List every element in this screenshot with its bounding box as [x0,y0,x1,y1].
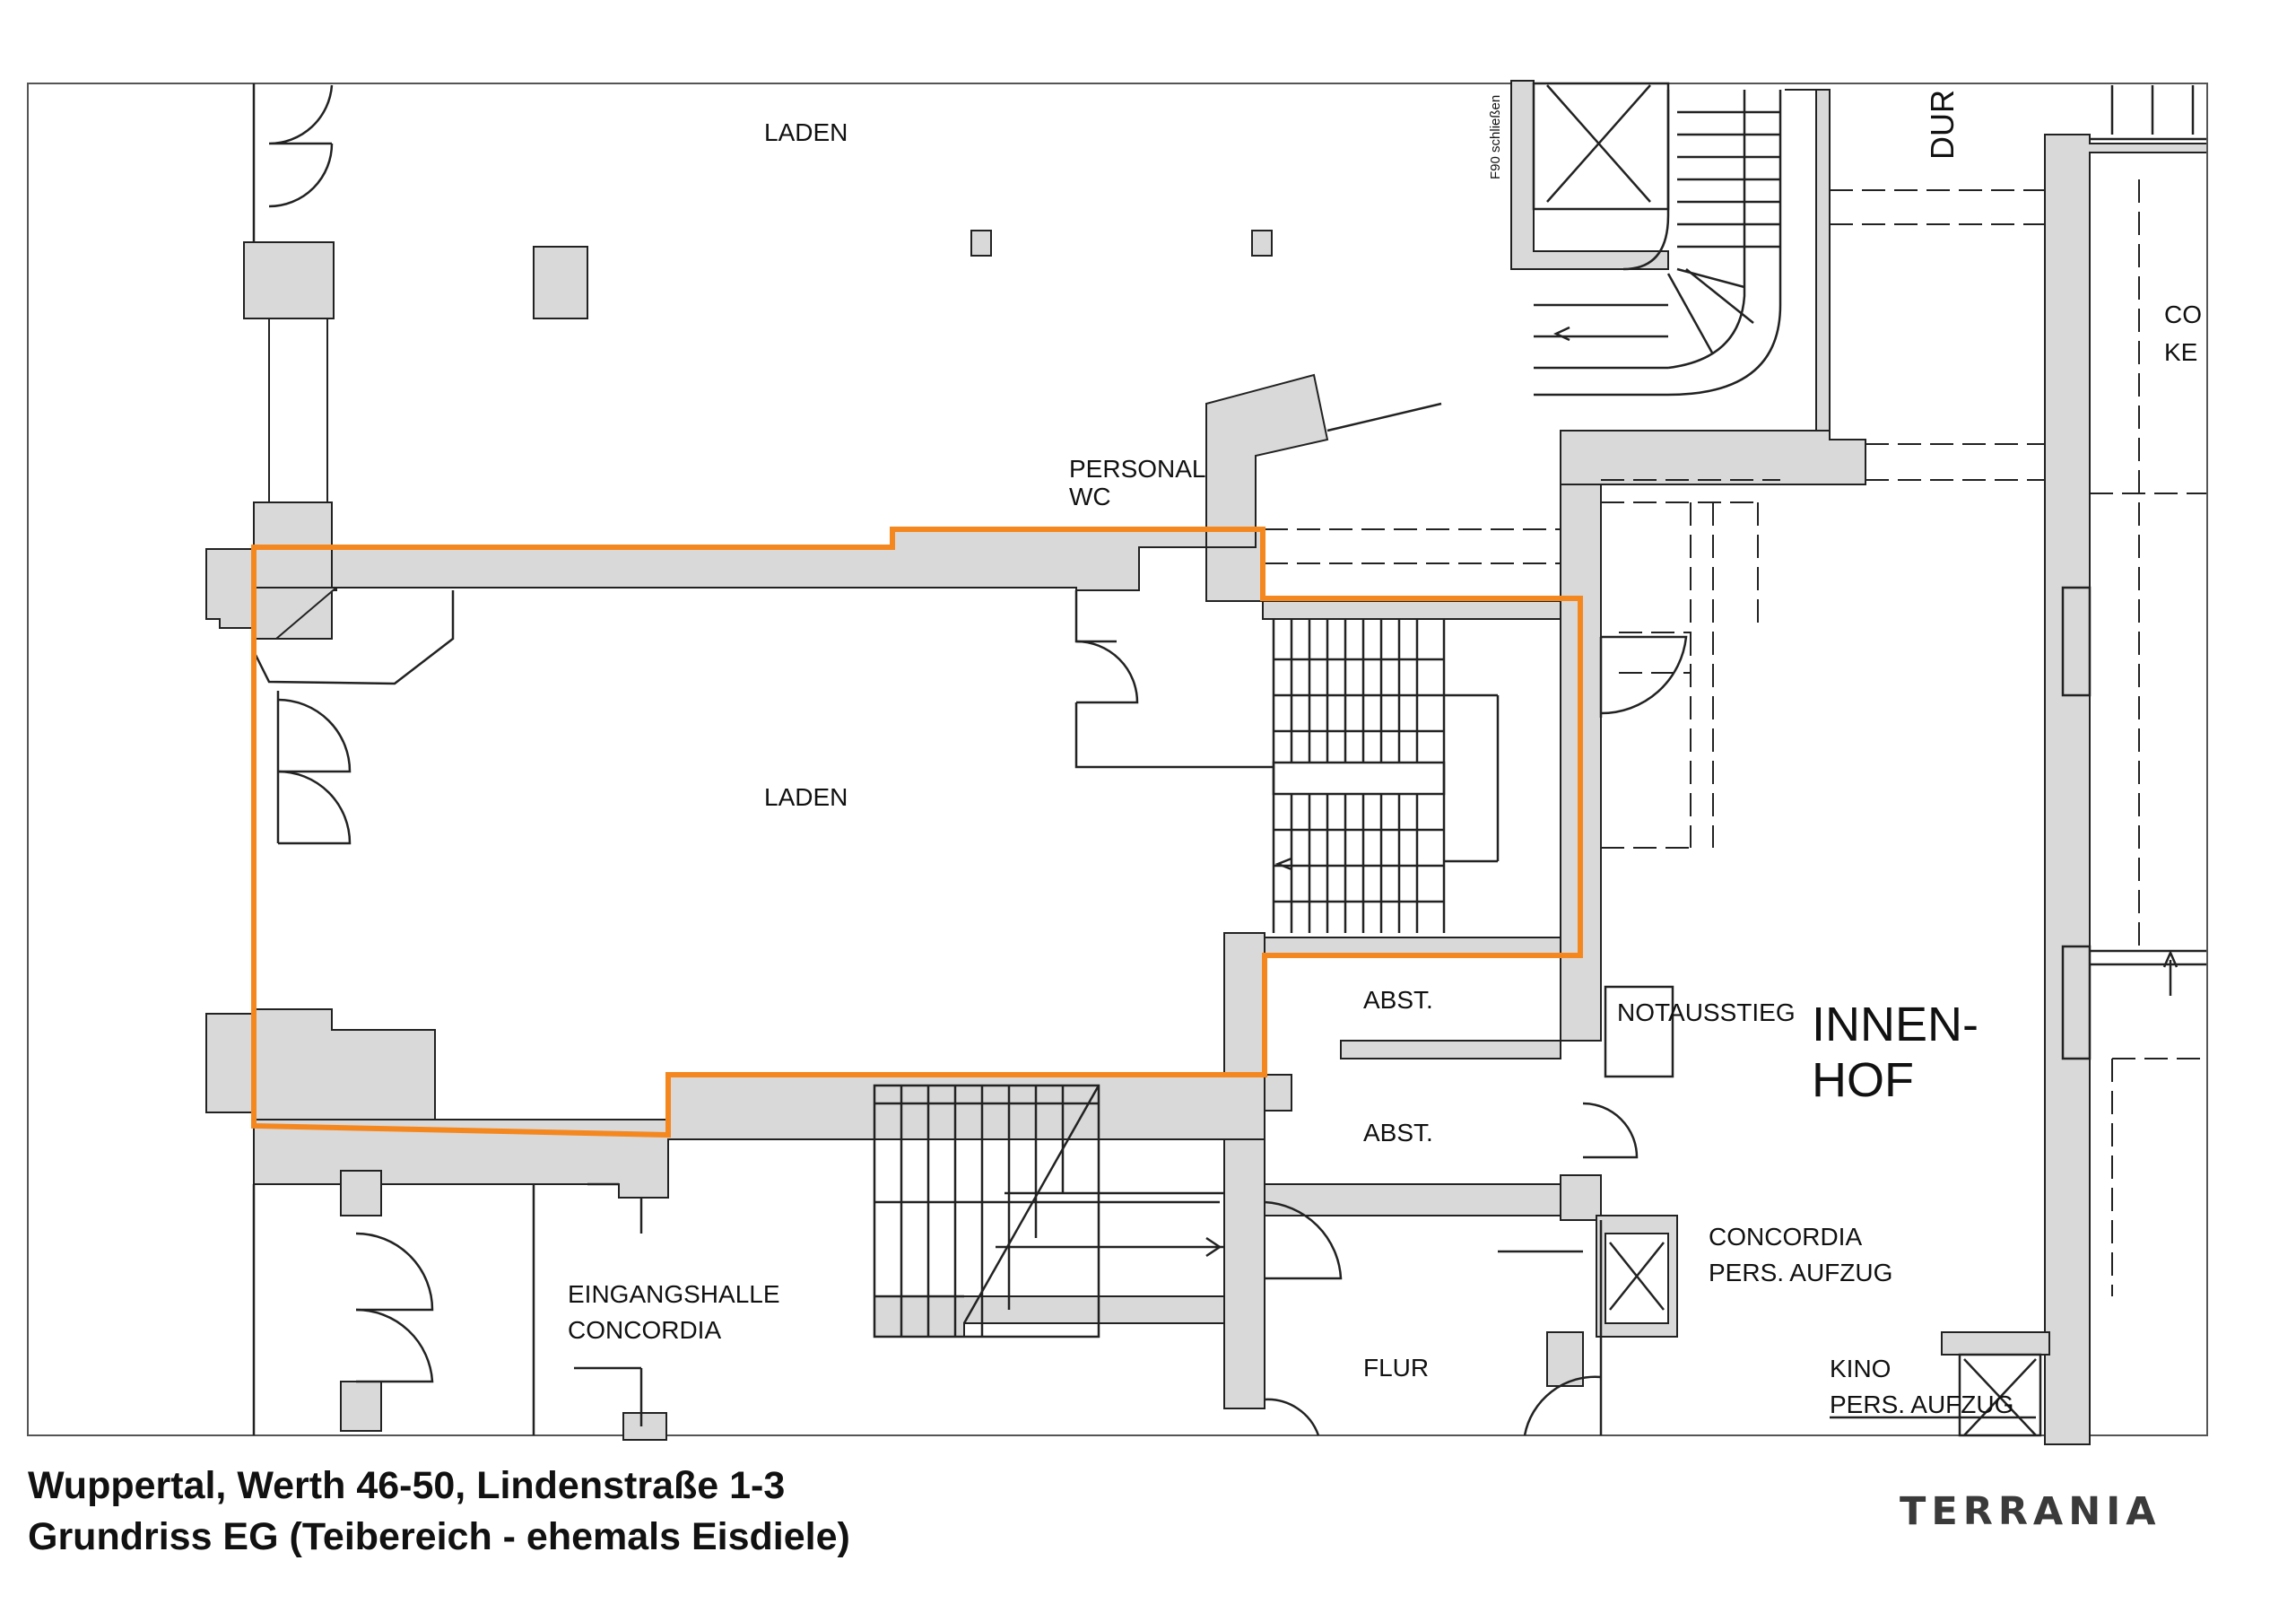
plan-edge-mask [2208,81,2296,1440]
room-label-abst-1: ABST. [1363,986,1433,1014]
room-label-eingangshalle-1: EINGANGSHALLE [568,1280,780,1308]
room-label-flur: FLUR [1363,1354,1429,1382]
room-label-concordia-lift-2: PERS. AUFZUG [1709,1259,1892,1286]
room-label-kino-2: PERS. AUFZUG [1830,1391,2013,1418]
brand-logo: TERRANIA [1900,1489,2161,1534]
room-label-ke: KE [2164,338,2197,366]
room-label-laden-main: LADEN [764,783,848,811]
plan-caption: Wuppertal, Werth 46-50, Lindenstraße 1-3… [28,1460,850,1563]
room-label-wc: WC [1069,483,1111,510]
room-label-concordia-lift-1: CONCORDIA [1709,1223,1862,1251]
room-label-personal: PERSONAL [1069,455,1206,483]
room-label-abst-2: ABST. [1363,1119,1433,1147]
room-label-co: CO [2164,301,2202,328]
room-label-dur: DUR [1924,90,1961,160]
walls [205,80,2208,1445]
room-label-innenhof-2: HOF [1812,1053,1914,1107]
plan-frame [27,83,2208,1436]
room-label-eingangshalle-2: CONCORDIA [568,1316,721,1344]
room-label-innenhof-1: INNEN- [1812,998,1979,1051]
plan-lines [252,82,2207,1437]
dashed-lines [1265,179,2207,1296]
note-f90: F90 schließen [1488,95,1503,179]
caption-address: Wuppertal, Werth 46-50, Lindenstraße 1-3 [28,1464,786,1507]
room-label-laden-top: LADEN [764,118,848,146]
room-label-notausstieg: NOTAUSSTIEG [1617,998,1796,1026]
highlighted-area [251,527,1583,1138]
room-label-kino-1: KINO [1830,1355,1891,1382]
caption-description: Grundriss EG (Teibereich - ehemals Eisdi… [28,1515,850,1558]
room-labels: LADEN LADEN PERSONAL WC ABST. ABST. NOTA… [568,90,2202,1418]
